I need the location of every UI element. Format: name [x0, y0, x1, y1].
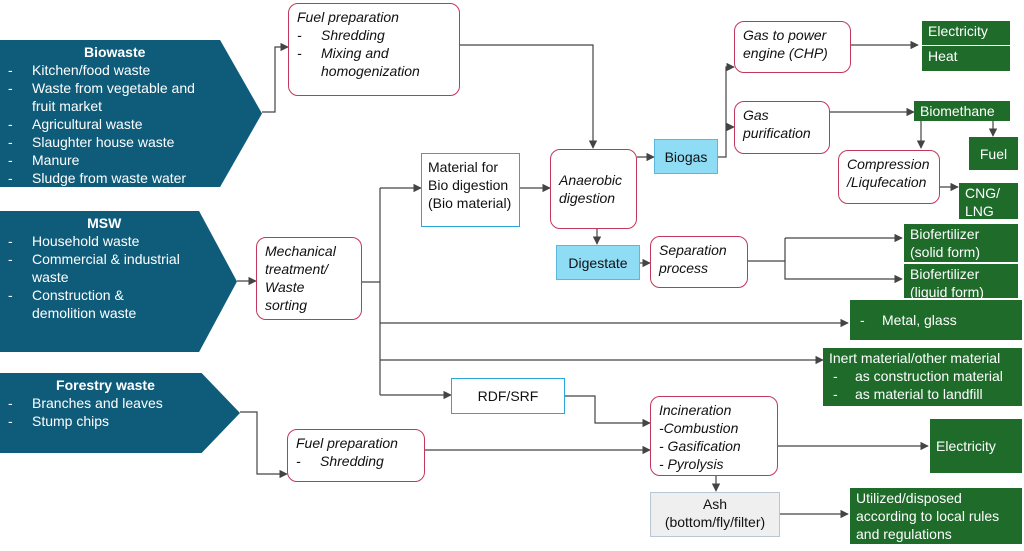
edge-biowaste-to-fuelprep: [262, 42, 289, 113]
ash-label: Ash (bottom/fly/filter): [664, 496, 766, 530]
metal-glass-list: Metal, glass: [856, 311, 957, 329]
list-item: Construction & demolition waste: [8, 286, 237, 322]
gas-purification: Gas purification: [734, 101, 830, 154]
edge-separation-to-liquid: [784, 261, 903, 284]
biofertilizer-liquid-box: Biofertilizer (liquid form): [904, 264, 1018, 298]
list-item: Kitchen/food waste: [8, 61, 262, 79]
biofertilizer-liquid-label: Biofertilizer (liquid form): [910, 266, 984, 298]
gas-to-power-label: Gas to power engine (CHP): [743, 27, 828, 61]
forestry-title: Forestry waste: [56, 377, 155, 393]
biowaste-source: Biowaste Kitchen/food waste Waste from v…: [0, 40, 262, 187]
heat-box: Heat: [922, 46, 1010, 71]
list-item: Shredding: [297, 26, 451, 44]
forestry-list: Branches and leaves Stump chips: [8, 394, 240, 430]
cng-lng-label: CNG/ LNG: [965, 185, 1000, 219]
compression-liquefaction: Compression /Liqufecation: [838, 150, 940, 204]
ash-box: Ash (bottom/fly/filter): [650, 492, 780, 537]
cng-lng-box: CNG/ LNG: [959, 183, 1018, 219]
list-item: Stump chips: [8, 412, 240, 430]
fuel-preparation-top: Fuel preparation Shredding Mixing and ho…: [288, 3, 460, 96]
inert-material-title: Inert material/other material: [829, 350, 1001, 366]
heat-label: Heat: [928, 48, 958, 64]
utilized-disposed-box: Utilized/disposed according to local rul…: [850, 488, 1022, 544]
metal-glass-box: Metal, glass: [850, 300, 1022, 340]
mechanical-treatment: Mechanical treatment/ Waste sorting: [256, 237, 362, 320]
list-item: Agricultural waste: [8, 115, 262, 133]
fuel-preparation-steps: Shredding Mixing and homogenization: [297, 26, 451, 80]
list-item: as construction material: [829, 367, 1016, 385]
mechanical-treatment-label: Mechanical treatment/ Waste sorting: [265, 243, 336, 313]
compression-label: Compression /Liqufecation: [847, 156, 930, 190]
list-item: Manure: [8, 151, 262, 169]
msw-title: MSW: [87, 215, 122, 231]
list-item: Branches and leaves: [8, 394, 240, 412]
fuel-preparation-title: Fuel preparation: [297, 9, 399, 25]
separation-label: Separation process: [659, 242, 727, 276]
anaerobic-digestion-label: Anaerobic digestion: [559, 172, 623, 206]
inert-material-box: Inert material/other material as constru…: [823, 348, 1022, 406]
digestate-box: Digestate: [556, 245, 640, 280]
electricity-bottom-label: Electricity: [936, 438, 996, 454]
msw-list: Household waste Commercial & industrial …: [8, 232, 237, 322]
biogas-label: Biogas: [664, 148, 708, 165]
inert-material-list: as construction material as material to …: [829, 367, 1016, 403]
fuel-preparation-bottom-title: Fuel preparation: [296, 435, 398, 451]
fuel-preparation-bottom: Fuel preparation Shredding: [287, 429, 425, 482]
bio-material-box: Material for Bio digestion (Bio material…: [421, 153, 520, 227]
fuel-label: Fuel: [979, 145, 1008, 162]
electricity-bottom-box: Electricity: [930, 419, 1022, 473]
biofertilizer-solid-label: Biofertilizer (solid form): [910, 226, 981, 260]
list-item: Waste from vegetable and fruit market: [8, 79, 262, 115]
biomethane-box: Biomethane: [914, 101, 1010, 121]
edge-fuelprep-to-anaerobic: [460, 44, 598, 149]
rdf-srf-label: RDF/SRF: [477, 388, 539, 404]
edge-separation-trunk: [748, 238, 786, 262]
incineration-label: Incineration -Combustion - Gasification …: [659, 402, 741, 472]
gas-to-power: Gas to power engine (CHP): [734, 21, 851, 73]
gas-purification-label: Gas purification: [743, 107, 811, 141]
biowaste-list: Kitchen/food waste Waste from vegetable …: [8, 61, 262, 187]
list-item: Shredding: [296, 452, 416, 470]
electricity-top-label: Electricity: [928, 23, 988, 39]
list-item: Metal, glass: [856, 311, 957, 329]
biomethane-label: Biomethane: [920, 103, 995, 119]
digestate-label: Digestate: [568, 254, 628, 271]
list-item: Slaughter house waste: [8, 133, 262, 151]
utilized-disposed-label: Utilized/disposed according to local rul…: [856, 490, 1000, 542]
biowaste-title: Biowaste: [83, 44, 146, 60]
bio-material-label: Material for Bio digestion (Bio material…: [428, 159, 512, 211]
list-item: Mixing and homogenization: [297, 44, 451, 80]
fuel-box: Fuel: [969, 137, 1018, 170]
biofertilizer-solid-box: Biofertilizer (solid form): [904, 224, 1018, 262]
rdf-srf-box: RDF/SRF: [451, 378, 565, 414]
fuel-preparation-bottom-steps: Shredding: [296, 452, 416, 470]
forestry-source: Forestry waste Branches and leaves Stump…: [0, 373, 240, 453]
list-item: Household waste: [8, 232, 237, 250]
edge-forestry-to-fuelprep: [240, 411, 288, 479]
msw-source: MSW Household waste Commercial & industr…: [0, 211, 237, 352]
list-item: Sludge from waste water: [8, 169, 262, 187]
list-item: as material to landfill: [829, 385, 1016, 403]
anaerobic-digestion: Anaerobic digestion: [550, 149, 637, 229]
biogas-box: Biogas: [654, 139, 718, 174]
edge-biogas-to-chp: [718, 62, 735, 158]
incineration: Incineration -Combustion - Gasification …: [650, 396, 778, 476]
electricity-top-box: Electricity: [922, 21, 1010, 45]
separation-process: Separation process: [650, 236, 748, 288]
edge-rdf-to-incineration: [565, 395, 651, 428]
list-item: Commercial & industrial waste: [8, 250, 237, 286]
